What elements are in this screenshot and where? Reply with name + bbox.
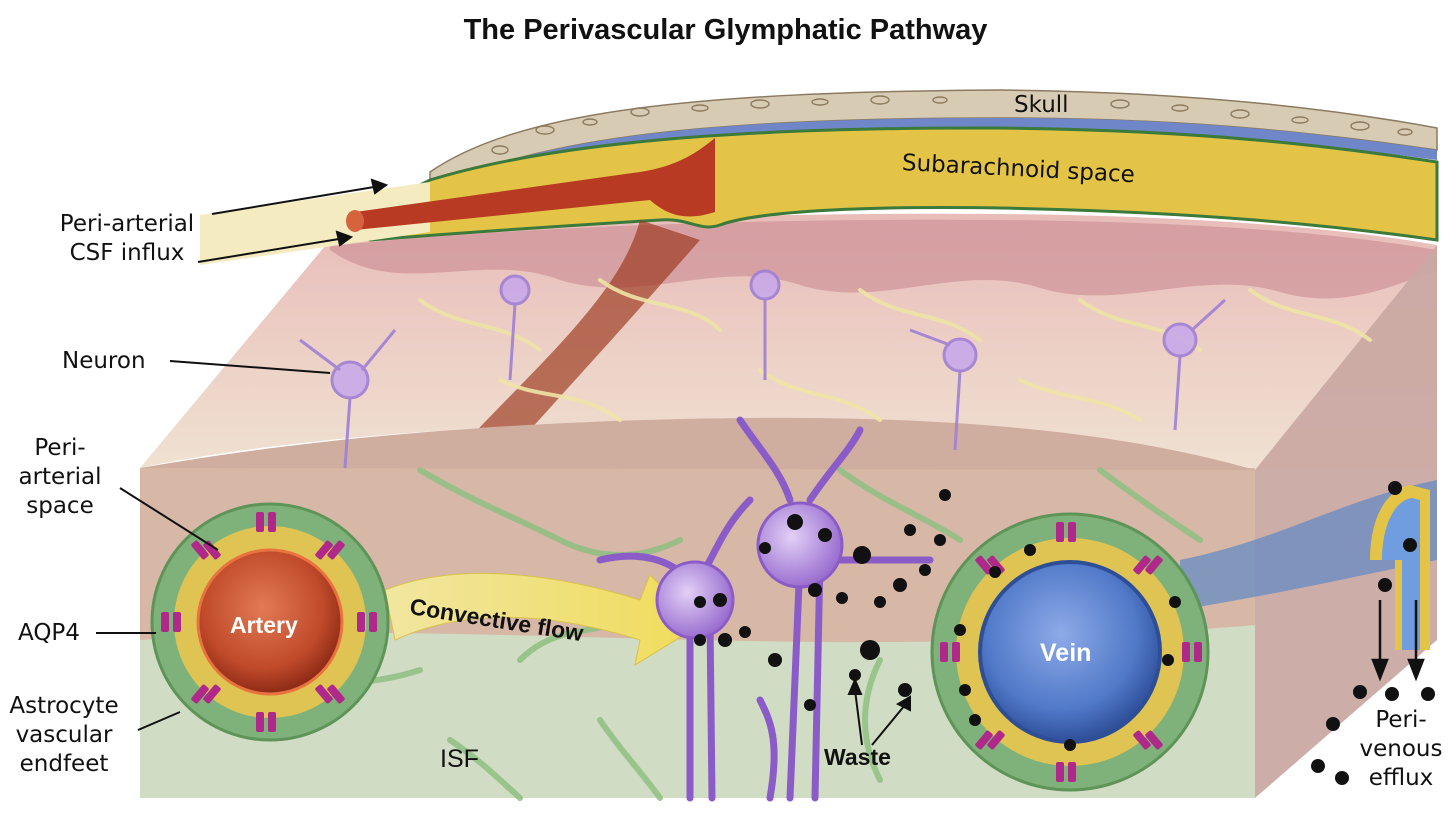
- top-neurons: [299, 269, 1227, 469]
- label-periarterial-csf-influx: Peri-arterial CSF influx: [52, 210, 202, 268]
- label-skull: Skull: [1014, 92, 1069, 118]
- surface-artery: [355, 138, 715, 230]
- subarachnoid-band: [347, 126, 1439, 242]
- skull-texture: [491, 95, 1413, 155]
- neuron-body-2: [756, 501, 844, 589]
- pia-wave: [330, 219, 1437, 299]
- artery-cross-section: [150, 502, 390, 742]
- leader-lines: [96, 178, 911, 746]
- label-neuron: Neuron: [62, 348, 146, 374]
- vein-cross-section: [930, 512, 1210, 792]
- label-line: venous: [1359, 735, 1443, 762]
- label-line: Peri-arterial: [59, 211, 195, 237]
- label-line: Astrocyte: [9, 693, 119, 719]
- label-line: arterial: [18, 463, 102, 490]
- label-vein: Vein: [1040, 639, 1092, 667]
- convective-flow-arrow: [384, 572, 701, 667]
- tissue-front-top: [140, 417, 1255, 470]
- surface-artery-opening: [346, 210, 364, 232]
- label-line: CSF influx: [69, 239, 185, 266]
- label-artery: Artery: [230, 612, 298, 638]
- label-line: endfeet: [19, 750, 109, 777]
- aqp4-channels-artery: [161, 512, 377, 732]
- diagram-title: The Perivascular Glymphatic Pathway: [463, 14, 988, 46]
- efflux-arrows: [1371, 600, 1425, 682]
- label-line: space: [26, 492, 94, 519]
- label-line: vascular: [15, 721, 113, 748]
- label-waste: Waste: [824, 744, 891, 770]
- label-line: efflux: [1368, 764, 1434, 791]
- influx-channel: [200, 182, 430, 265]
- waste-particles: [694, 481, 1435, 785]
- perivenous-channel: [1180, 480, 1437, 610]
- label-periarterial-space: Peri- arterial space: [10, 434, 110, 521]
- label-line: Peri-: [34, 435, 86, 461]
- label-isf: ISF: [440, 745, 479, 773]
- label-astrocyte-endfeet: Astrocyte vascular endfeet: [2, 692, 126, 779]
- label-line: Peri-: [1375, 707, 1427, 733]
- label-perivenous-efflux: Peri- venous efflux: [1352, 706, 1450, 793]
- perivenous-vein-tube: [1382, 498, 1420, 650]
- label-aqp4: AQP4: [18, 620, 80, 646]
